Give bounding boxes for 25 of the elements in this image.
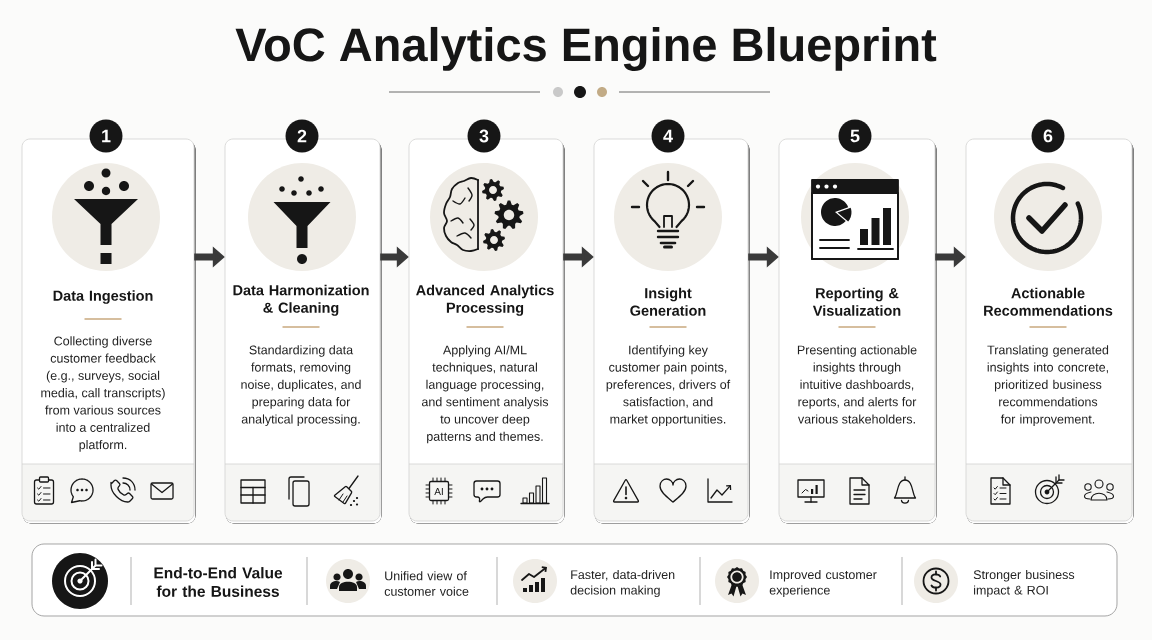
number-badge: 2	[285, 119, 319, 153]
benefit-text: Faster, data-driven decision making	[570, 569, 675, 598]
step-title: Insight Generation	[630, 287, 706, 316]
number-badge: 1	[89, 119, 123, 153]
step-title: Actionable Recommendations	[984, 287, 1113, 316]
step-title: Data Ingestion	[53, 290, 153, 304]
number-badge: 6	[1031, 119, 1065, 153]
step-title: Data Harmonization & Cleaning	[233, 284, 369, 316]
step-description: Presenting actionable insights through intuitive dashboards, reports, and alerts for various stakeholders.	[797, 345, 917, 424]
benefit-text: Improved customer experience	[769, 569, 877, 598]
step-description: Standardizing data formats, removing noise, duplicates, and preparing data for analytical processing.	[241, 345, 361, 427]
benefit-text: Unified view of customer voice	[384, 571, 469, 596]
number-badge: 5	[838, 119, 872, 153]
step-description: Identifying key customer pain points, preferences, drivers of satisfaction, and market opportunities.	[606, 345, 731, 427]
step-title: Reporting & Visualization	[812, 287, 901, 316]
step-description: Collecting diverse customer feedback (e.g., surveys, social media, call transcripts) from various sources into a centralized platform.	[41, 336, 165, 452]
benefit-text: Stronger business impact & ROI	[973, 569, 1075, 598]
title: VoC Analytics Engine Blueprint	[235, 26, 937, 71]
chip-label: AI	[434, 488, 443, 495]
step-title: Advanced Analytics Processing	[416, 284, 554, 316]
panel-heading: End-to-End Value for the Business	[154, 567, 283, 597]
step-description: Applying AI/ML techniques, natural language processing, and sentiment analysis to uncover deep patterns and themes.	[421, 345, 549, 444]
number-badge: 3	[467, 119, 501, 153]
step-description: Translating generated insights into concrete, prioritized business recommendations for improvement.	[987, 345, 1109, 427]
number-badge: 4	[651, 119, 685, 153]
